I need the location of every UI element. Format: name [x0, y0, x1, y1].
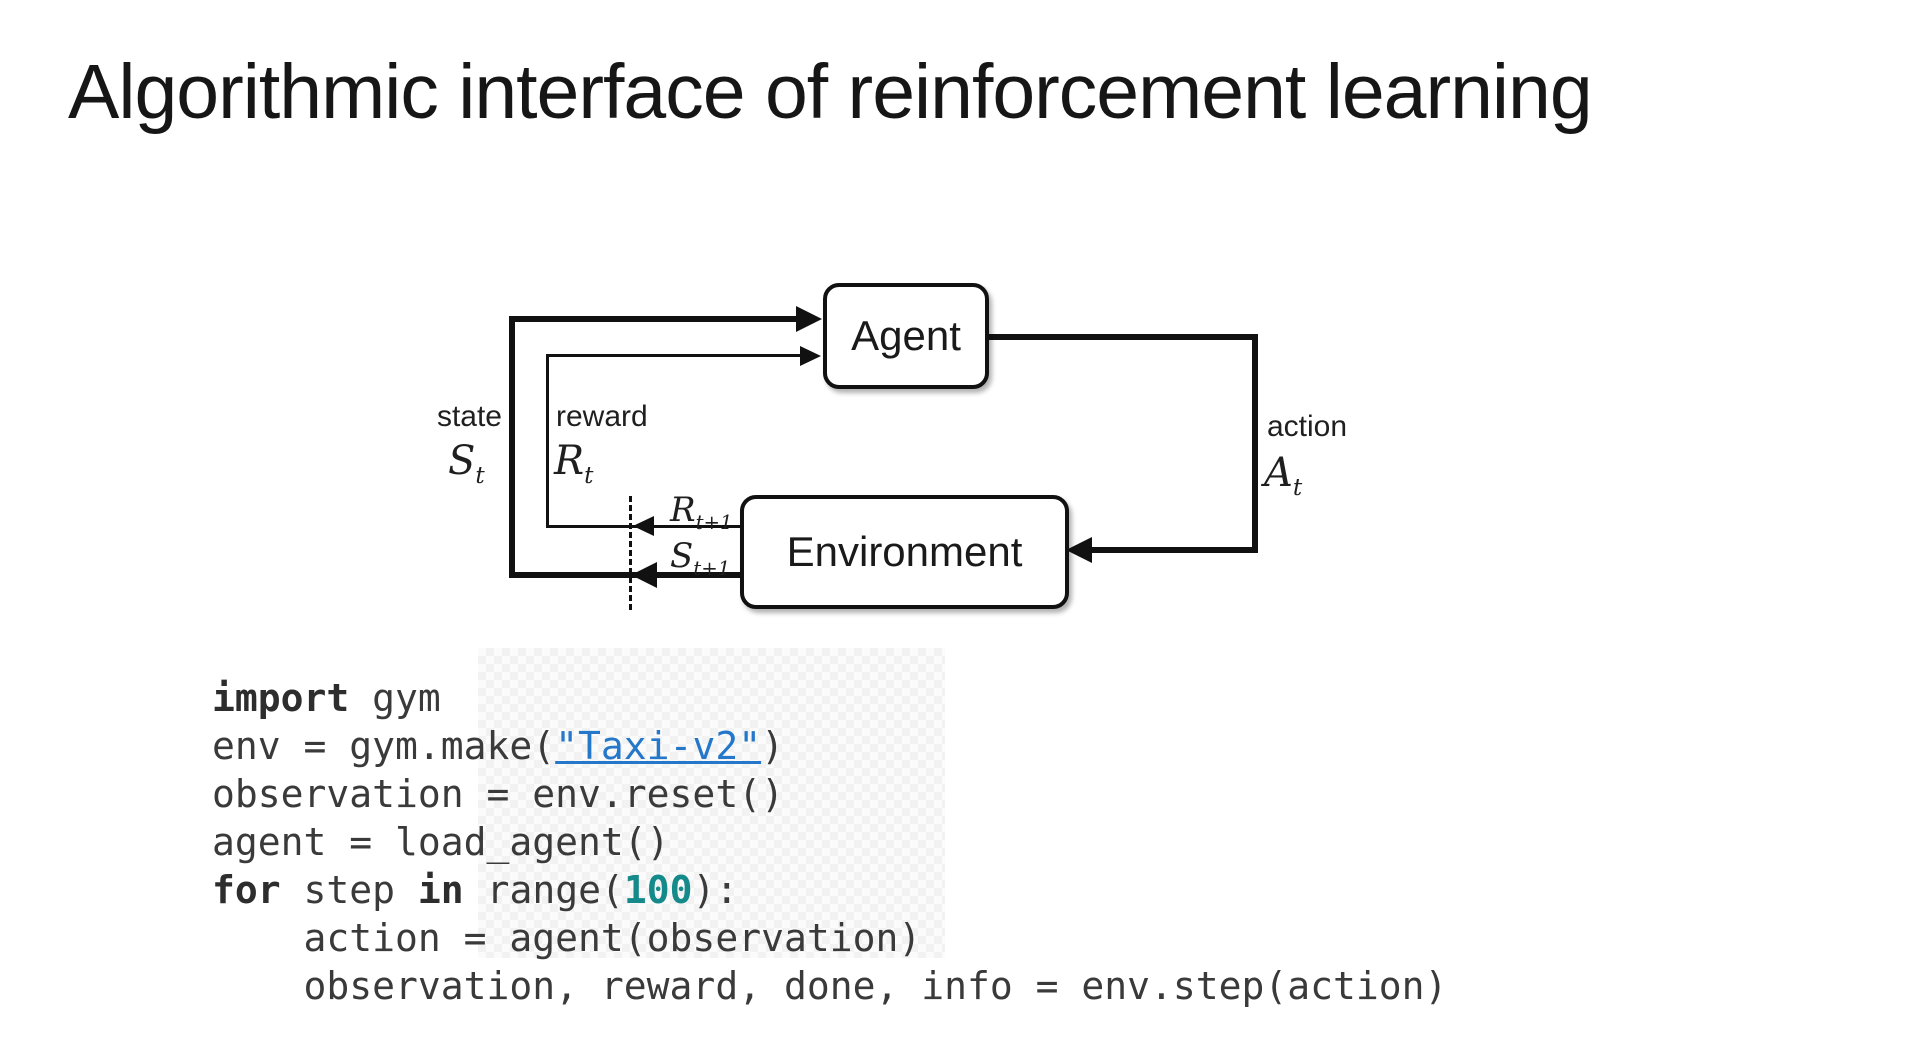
next-state-symbol: St+1 — [670, 536, 731, 580]
code-token: for — [212, 868, 281, 912]
action-line-bottom — [1084, 547, 1258, 553]
code-token: in — [417, 868, 464, 912]
reward-line-top — [546, 354, 802, 357]
state-line-vertical — [509, 316, 515, 578]
code-token: action = agent(observation) — [212, 916, 922, 960]
agent-box: Agent — [823, 283, 989, 389]
reward-line-vertical — [546, 354, 549, 528]
agent-box-label: Agent — [851, 312, 961, 359]
code-token: observation, reward, done, info = env.st… — [212, 964, 1448, 1008]
next-reward-arrowhead — [633, 516, 654, 536]
next-reward-symbol: Rt+1 — [670, 490, 733, 534]
taxi-v2-link[interactable]: "Taxi-v2" — [555, 724, 762, 768]
slide-title: Algorithmic interface of reinforcement l… — [68, 49, 1593, 135]
action-symbol: At — [1264, 450, 1303, 501]
code-token: agent = load_agent() — [212, 820, 670, 864]
code-token: import — [212, 676, 350, 720]
code-token: ): — [692, 868, 739, 912]
code-token: observation = env.reset() — [212, 772, 784, 816]
environment-box: Environment — [740, 495, 1069, 609]
code-line: observation, reward, done, info = env.st… — [212, 962, 1448, 1010]
code-line: import gym — [212, 674, 1447, 722]
state-symbol: St — [448, 438, 485, 489]
reward-label: reward — [556, 400, 648, 433]
code-token: ) — [761, 724, 784, 768]
reward-symbol: Rt — [554, 438, 594, 489]
code-token: step — [280, 868, 418, 912]
code-token: range( — [463, 868, 624, 912]
state-label: state — [436, 400, 502, 433]
timestep-boundary-dashed-line — [629, 496, 632, 610]
action-line-top — [985, 334, 1258, 340]
code-line: agent = load_agent() — [212, 818, 1447, 866]
code-line: observation = env.reset() — [212, 770, 1447, 818]
environment-box-label: Environment — [786, 528, 1023, 575]
reward-arrowhead-into-agent — [800, 346, 821, 366]
code-line: action = agent(observation) — [212, 914, 1447, 962]
action-line-vertical — [1252, 334, 1258, 553]
action-label: action — [1267, 410, 1348, 443]
state-line-bottom — [509, 572, 740, 578]
code-token: env = gym.make( — [212, 724, 556, 768]
next-state-arrowhead — [631, 562, 657, 588]
code-line: env = gym.make("Taxi-v2") — [212, 722, 1447, 770]
state-line-top — [509, 316, 800, 322]
code-token: gym — [349, 676, 441, 720]
code-line: for step in range(100): — [212, 866, 1447, 914]
action-arrowhead-into-environment — [1066, 537, 1092, 563]
state-arrowhead-into-agent — [796, 306, 822, 332]
code-token: 100 — [623, 868, 693, 912]
transparency-checkerboard — [478, 648, 945, 958]
